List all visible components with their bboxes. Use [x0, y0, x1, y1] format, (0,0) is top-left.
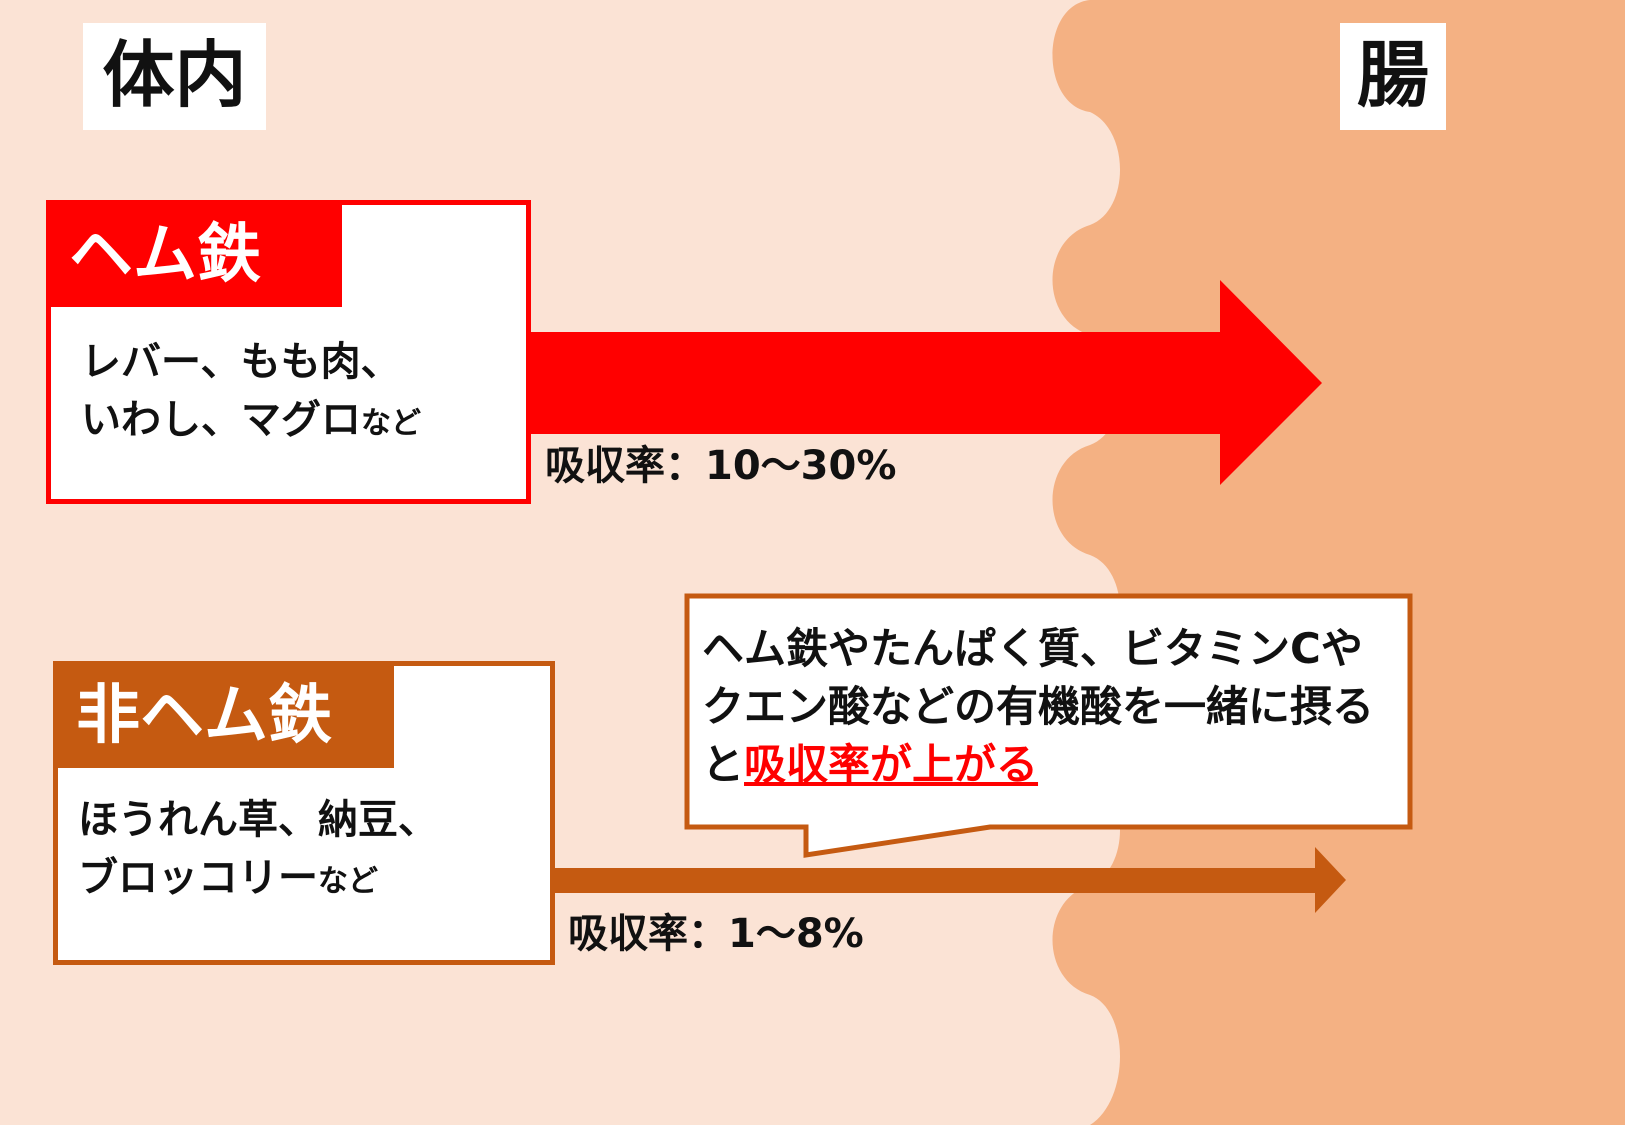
nonheme-foods-line2: ブロッコリーなど [78, 855, 378, 901]
nonheme-iron-box: 非ヘム鉄 ほうれん草、納豆、 ブロッコリーなど [53, 661, 555, 965]
nonheme-absorption-rate: 吸収率：1～8% [568, 911, 864, 957]
nonheme-foods-suffix: など [318, 864, 378, 899]
heme-iron-box: ヘム鉄 レバー、もも肉、 いわし、マグロなど [46, 200, 531, 504]
heme-foods-line2: いわし、マグロなど [81, 397, 421, 443]
nonheme-foods: ほうれん草、納豆、 ブロッコリーなど [78, 791, 438, 911]
intestine-label: 腸 [1340, 23, 1446, 130]
callout-text: ヘム鉄やたんぱく質、ビタミンCやクエン酸などの有機酸を一緒に摂ると吸収率が上がる [702, 624, 1375, 789]
heme-foods: レバー、もも肉、 いわし、マグロなど [81, 333, 421, 453]
body-label: 体内 [83, 23, 266, 130]
nonheme-foods-line1: ほうれん草、納豆、 [78, 797, 438, 843]
heme-absorption-rate: 吸収率：10～30% [545, 443, 897, 489]
heme-iron-title: ヘム鉄 [51, 205, 342, 307]
callout-emphasis: 吸収率が上がる [744, 740, 1039, 789]
heme-foods-line1: レバー、もも肉、 [81, 339, 401, 385]
nonheme-iron-title: 非ヘム鉄 [58, 666, 394, 768]
heme-foods-suffix: など [361, 406, 421, 441]
